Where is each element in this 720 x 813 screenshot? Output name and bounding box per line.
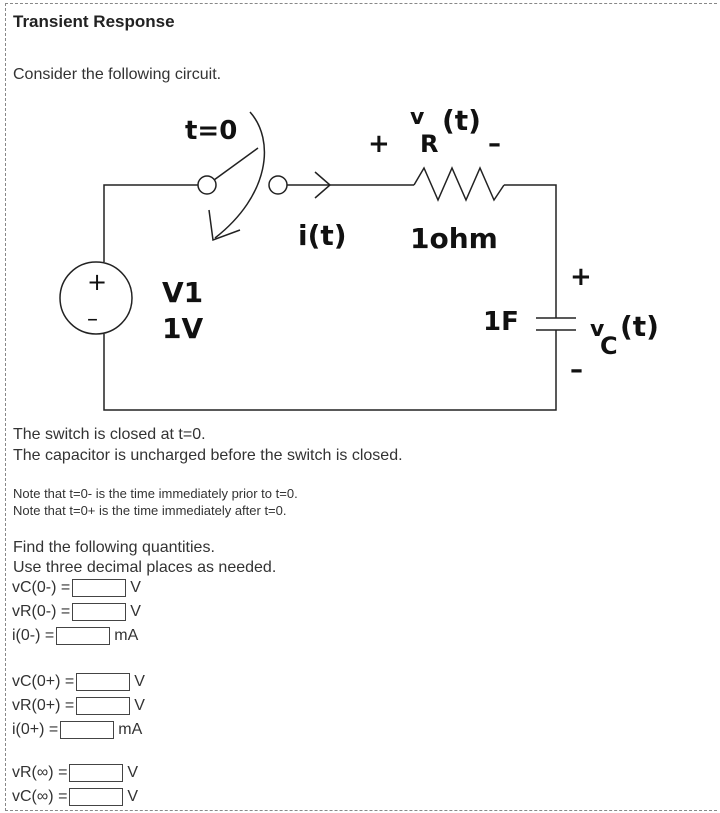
i-0plus-input[interactable] — [60, 721, 115, 739]
wire-left — [103, 184, 198, 262]
source-name: V1 — [162, 276, 203, 309]
statement-switch: The switch is closed at t=0. — [13, 426, 206, 443]
source-value: 1V — [162, 312, 203, 345]
answer-label: vR(0-) = — [12, 603, 71, 620]
question-frame — [5, 3, 717, 811]
vr-inf-input[interactable] — [69, 764, 124, 782]
vc-0minus-input[interactable] — [72, 579, 127, 597]
answer-row-vr-inf: vR(∞) = V — [12, 764, 138, 782]
unit-label: V — [134, 697, 145, 714]
answer-label: i(0+) = — [12, 721, 59, 738]
answer-row-vr-0plus: vR(0+) = V — [12, 697, 145, 715]
answer-label: vC(0-) = — [12, 579, 71, 596]
vr-0minus-input[interactable] — [72, 603, 127, 621]
switch-blade — [213, 147, 259, 181]
resistor — [413, 166, 505, 202]
unit-label: V — [127, 764, 139, 781]
prompt-find: Find the following quantities. — [13, 539, 215, 556]
page-title: Transient Response — [13, 12, 175, 31]
unit-label: mA — [114, 627, 139, 644]
switch-terminal-right — [268, 175, 288, 195]
vc-inf-input[interactable] — [69, 788, 124, 806]
circuit-diagram: + – t=0 + – v R (t) i(t) 1ohm V1 1V 1F +… — [59, 104, 659, 411]
unit-label: V — [130, 603, 141, 620]
unit-label: mA — [118, 721, 143, 738]
capacitor-label: 1F — [483, 307, 519, 337]
vr-subscript: R — [420, 130, 438, 158]
switch-arc-arrowhead — [208, 209, 241, 242]
i-0minus-input[interactable] — [56, 627, 111, 645]
answer-row-vc-0plus: vC(0+) = V — [12, 673, 145, 691]
switch-arc — [214, 111, 266, 239]
vr-plus: + — [368, 129, 390, 159]
answer-row-i-0plus: i(0+) = mA — [12, 721, 142, 739]
vc-symbol: v — [590, 317, 605, 342]
answer-row-vc-0minus: vC(0-) = V — [12, 579, 141, 597]
answer-row-vr-0minus: vR(0-) = V — [12, 603, 141, 621]
vr-symbol: v — [410, 105, 425, 130]
vr-argument: (t) — [442, 104, 481, 137]
vc-0plus-input[interactable] — [76, 673, 131, 691]
unit-label: V — [134, 673, 145, 690]
vc-subscript: C — [600, 332, 618, 360]
voltage-source — [59, 261, 133, 335]
switch-label: t=0 — [185, 116, 237, 146]
vc-argument: (t) — [620, 310, 659, 343]
answer-row-vc-inf: vC(∞) = V — [12, 788, 138, 806]
vc-plus: + — [570, 262, 592, 292]
current-arrow — [314, 171, 332, 199]
note-t0-minus: Note that t=0- is the time immediately p… — [13, 486, 298, 501]
wire-right — [504, 184, 557, 318]
answer-label: vR(0+) = — [12, 697, 75, 714]
answer-label: vR(∞) = — [12, 764, 68, 781]
vr-0plus-input[interactable] — [76, 697, 131, 715]
unit-label: V — [130, 579, 141, 596]
intro-text: Consider the following circuit. — [13, 66, 222, 83]
vc-minus: – — [570, 355, 583, 385]
current-label: i(t) — [298, 219, 347, 252]
prompt-decimals: Use three decimal places as needed. — [13, 559, 277, 576]
statement-capacitor: The capacitor is uncharged before the sw… — [13, 447, 403, 464]
answer-label: vC(0+) = — [12, 673, 75, 690]
vr-minus: – — [488, 129, 501, 159]
resistor-label: 1ohm — [410, 222, 498, 255]
answer-label: i(0-) = — [12, 627, 55, 644]
source-minus: – — [87, 307, 98, 332]
answer-row-i-0minus: i(0-) = mA — [12, 627, 138, 645]
source-plus: + — [87, 268, 107, 296]
answer-label: vC(∞) = — [12, 788, 68, 805]
unit-label: V — [127, 788, 139, 805]
switch-terminal-left — [197, 175, 217, 195]
note-t0-plus: Note that t=0+ is the time immediately a… — [13, 503, 287, 518]
wire-bottom — [103, 330, 557, 411]
